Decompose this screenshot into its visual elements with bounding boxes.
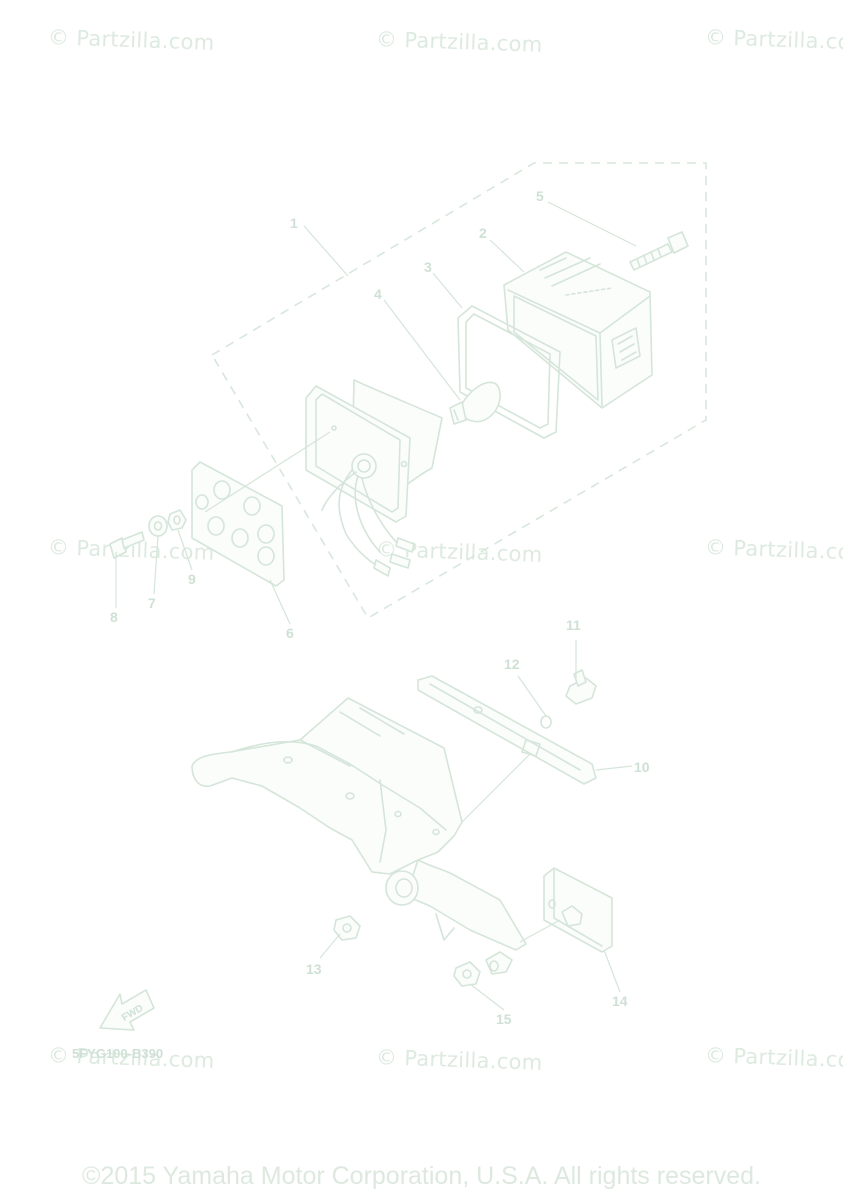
part-fender-bracket [191, 697, 527, 975]
part-gasket [457, 305, 561, 439]
part-lock-washer [540, 715, 552, 729]
part-washer [148, 515, 168, 537]
part-reflector [191, 461, 285, 587]
callout-4: 4 [374, 286, 382, 302]
part-flange-bolt [565, 669, 597, 705]
part-license-bracket [417, 675, 597, 785]
callout-5: 5 [536, 188, 544, 204]
callout-3: 3 [424, 259, 432, 275]
part-housing [305, 379, 443, 577]
callout-1: 1 [290, 215, 298, 231]
callout-11: 11 [566, 617, 581, 633]
part-lens [503, 251, 653, 409]
part-nut [167, 509, 187, 531]
callout-12: 12 [504, 656, 520, 672]
callout-2: 2 [479, 225, 487, 241]
callout-10: 10 [634, 759, 650, 775]
part-rear-reflector [543, 867, 613, 953]
callout-9: 9 [188, 571, 196, 587]
assembly-boundary [210, 162, 707, 620]
callout-13: 13 [306, 961, 322, 977]
part-bulb [449, 381, 501, 425]
copyright-notice: ©2015 Yamaha Motor Corporation, U.S.A. A… [82, 1162, 761, 1190]
part-screw [629, 231, 689, 271]
fwd-arrow-icon: FWD [99, 989, 155, 1031]
diagram-code: 5FYG100-B390 [72, 1046, 164, 1061]
part-nut-13 [333, 915, 361, 941]
callout-6: 6 [286, 625, 294, 641]
part-nut-15 [453, 960, 499, 987]
callout-8: 8 [110, 609, 118, 625]
callout-7: 7 [148, 595, 156, 611]
callout-15: 15 [496, 1011, 512, 1027]
part-bolt [109, 531, 145, 559]
callout-14: 14 [612, 993, 628, 1009]
